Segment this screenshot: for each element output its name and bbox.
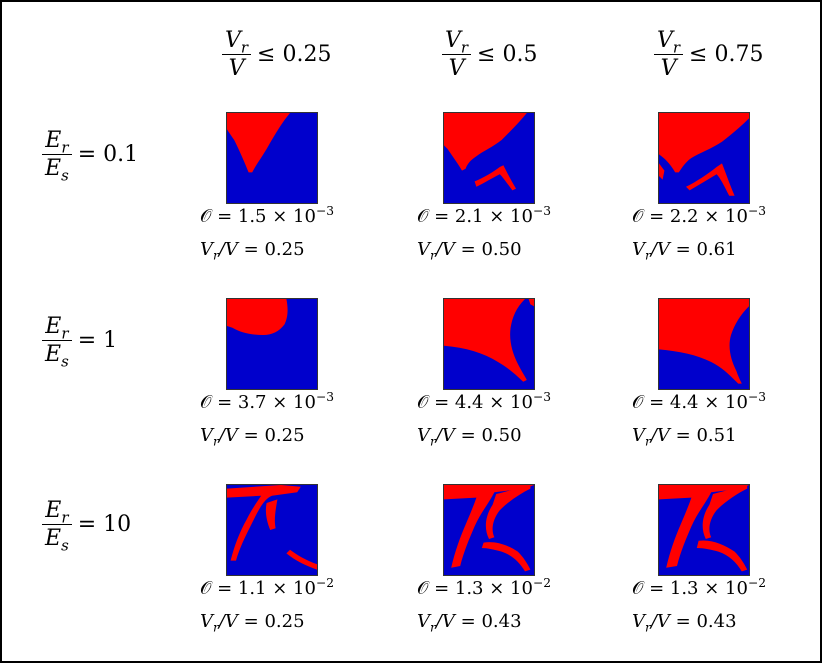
column-header-3: Vr V ≤ 0.75 [654, 28, 763, 82]
row-header-2: Er Es = 1 [42, 314, 118, 371]
column-constraint: ≤ 0.25 [257, 42, 332, 68]
objective-value: 𝒪 = 1.5 × 10−3 [200, 204, 334, 227]
denominator-symbol: E [45, 342, 62, 368]
objective-value: 𝒪 = 3.7 × 10−3 [200, 390, 334, 413]
topology-thumbnail [443, 112, 535, 204]
design-cell-r1-c2: 𝒪 = 2.1 × 10−3 Vr/V = 0.50 [417, 112, 617, 272]
numerator-subscript: r [61, 138, 69, 157]
numerator-subscript: r [460, 38, 469, 57]
stiffness-ratio-fraction: Er Es [42, 314, 72, 371]
objective-value: 𝒪 = 1.1 × 10−2 [200, 576, 334, 599]
design-cell-r3-c2: 𝒪 = 1.3 × 10−2 Vr/V = 0.43 [417, 484, 617, 644]
volume-ratio-fraction: Vr V [222, 28, 252, 82]
volume-fraction: Vr/V = 0.25 [200, 425, 305, 449]
design-cell-r1-c1: 𝒪 = 1.5 × 10−3 Vr/V = 0.25 [200, 112, 400, 272]
column-header-2: Vr V ≤ 0.5 [442, 28, 537, 82]
topology-thumbnail [658, 298, 750, 390]
topology-thumbnail [226, 298, 318, 390]
volume-fraction: Vr/V = 0.50 [417, 239, 522, 263]
volume-fraction: Vr/V = 0.51 [632, 425, 737, 449]
numerator-subscript: r [61, 324, 69, 343]
design-cell-r3-c3: 𝒪 = 1.3 × 10−2 Vr/V = 0.43 [632, 484, 822, 644]
denominator-symbol: V [660, 56, 677, 82]
objective-value: 𝒪 = 1.3 × 10−2 [632, 576, 766, 599]
design-cell-r2-c2: 𝒪 = 4.4 × 10−3 Vr/V = 0.50 [417, 298, 617, 458]
row-header-3: Er Es = 10 [42, 498, 132, 555]
topology-thumbnail [658, 484, 750, 576]
numerator-symbol: E [45, 498, 62, 523]
denominator-symbol: V [448, 56, 465, 82]
design-cell-r2-c1: 𝒪 = 3.7 × 10−3 Vr/V = 0.25 [200, 298, 400, 458]
objective-value: 𝒪 = 2.1 × 10−3 [417, 204, 551, 227]
denominator-subscript: s [61, 536, 69, 555]
volume-fraction: Vr/V = 0.25 [200, 239, 305, 263]
topology-thumbnail [226, 112, 318, 204]
objective-value: 𝒪 = 4.4 × 10−3 [632, 390, 766, 413]
objective-value: 𝒪 = 1.3 × 10−2 [417, 576, 551, 599]
objective-value: 𝒪 = 2.2 × 10−3 [632, 204, 766, 227]
volume-fraction: Vr/V = 0.43 [632, 611, 737, 635]
topology-thumbnail [443, 298, 535, 390]
stiffness-ratio-fraction: Er Es [42, 128, 72, 185]
denominator-subscript: s [61, 352, 69, 371]
volume-fraction: Vr/V = 0.61 [632, 239, 737, 263]
volume-fraction: Vr/V = 0.50 [417, 425, 522, 449]
denominator-symbol: V [228, 56, 245, 82]
volume-ratio-fraction: Vr V [442, 28, 472, 82]
row-header-1: Er Es = 0.1 [42, 128, 139, 185]
numerator-subscript: r [240, 38, 249, 57]
numerator-symbol: E [45, 314, 62, 339]
objective-value: 𝒪 = 4.4 × 10−3 [417, 390, 551, 413]
row-value: = 10 [77, 512, 132, 538]
design-cell-r3-c1: 𝒪 = 1.1 × 10−2 Vr/V = 0.25 [200, 484, 400, 644]
numerator-symbol: V [445, 28, 461, 53]
topology-thumbnail [226, 484, 318, 576]
design-cell-r1-c3: 𝒪 = 2.2 × 10−3 Vr/V = 0.61 [632, 112, 822, 272]
numerator-subscript: r [61, 508, 69, 527]
row-value: = 0.1 [77, 142, 139, 168]
column-constraint: ≤ 0.5 [477, 42, 538, 68]
topology-thumbnail [658, 112, 750, 204]
volume-fraction: Vr/V = 0.25 [200, 611, 305, 635]
row-value: = 1 [77, 328, 118, 354]
volume-ratio-fraction: Vr V [654, 28, 684, 82]
stiffness-ratio-fraction: Er Es [42, 498, 72, 555]
numerator-subscript: r [672, 38, 681, 57]
denominator-subscript: s [61, 166, 69, 185]
numerator-symbol: V [225, 28, 241, 53]
denominator-symbol: E [45, 526, 62, 552]
topology-thumbnail [443, 484, 535, 576]
numerator-symbol: V [657, 28, 673, 53]
numerator-symbol: E [45, 128, 62, 153]
design-cell-r2-c3: 𝒪 = 4.4 × 10−3 Vr/V = 0.51 [632, 298, 822, 458]
volume-fraction: Vr/V = 0.43 [417, 611, 522, 635]
denominator-symbol: E [45, 156, 62, 182]
column-header-1: Vr V ≤ 0.25 [222, 28, 331, 82]
column-constraint: ≤ 0.75 [689, 42, 764, 68]
